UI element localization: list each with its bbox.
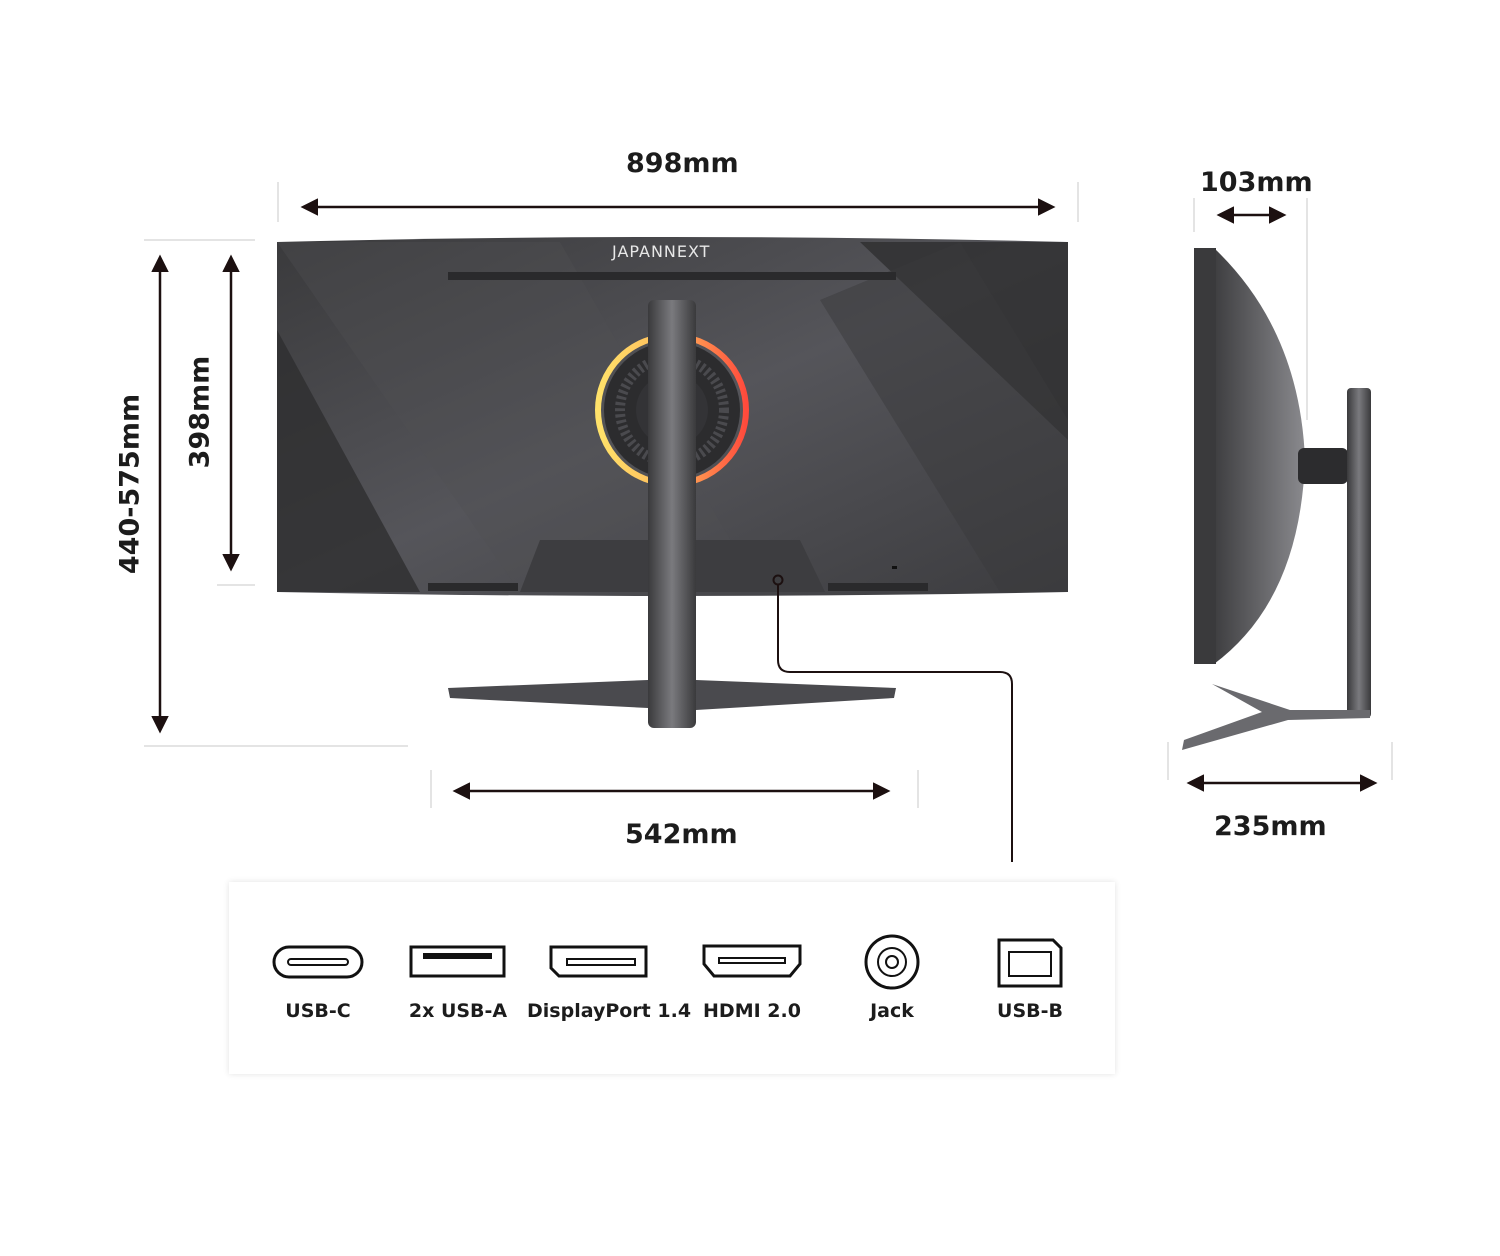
usb-a-icon — [409, 945, 506, 978]
usb-b-icon — [997, 938, 1063, 988]
stand-pole — [648, 300, 696, 728]
width-label: 898mm — [626, 148, 739, 179]
stand-base-right — [696, 680, 896, 710]
guide-lines — [144, 182, 1393, 808]
port-hdmi: HDMI 2.0 — [677, 882, 827, 1074]
port-jack: Jack — [817, 882, 967, 1074]
ports-callout-line — [777, 585, 1013, 862]
port-usb-c: USB-C — [243, 882, 393, 1074]
port-usb-b: USB-B — [955, 882, 1105, 1074]
side-base — [1182, 684, 1370, 750]
monitor-back-view — [277, 237, 1068, 862]
port-displayport: DisplayPort 1.4 — [527, 882, 692, 1074]
port-label-hdmi: HDMI 2.0 — [703, 1000, 801, 1022]
usb-c-icon — [272, 945, 364, 979]
port-label-displayport: DisplayPort 1.4 — [527, 1000, 692, 1022]
panel-height-label: 398mm — [184, 355, 216, 469]
displayport-icon — [549, 945, 648, 978]
hdmi-icon — [702, 944, 802, 978]
side-pole — [1347, 388, 1371, 718]
port-label-usb-a: 2x USB-A — [408, 1000, 508, 1022]
ports-panel: USB-C 2x USB-A DisplayPort 1.4 HDMI 2.0 — [229, 882, 1115, 1074]
port-label-jack: Jack — [870, 1000, 914, 1022]
port-label-usb-b: USB-B — [997, 1000, 1063, 1022]
stand-depth-label: 235mm — [1214, 811, 1327, 842]
panel-depth-label: 103mm — [1200, 167, 1313, 198]
brand-logo: JAPANNEXT — [612, 242, 711, 261]
stand-width-label: 542mm — [625, 819, 738, 850]
stand-base-left — [448, 680, 648, 708]
audio-jack-icon — [864, 934, 920, 990]
port-usb-a: 2x USB-A — [383, 882, 533, 1074]
side-panel — [1194, 248, 1305, 664]
dimension-arrows — [151, 198, 1378, 800]
height-range-label: 440-575mm — [114, 393, 146, 575]
monitor-side-view — [1182, 248, 1371, 750]
port-label-usb-c: USB-C — [285, 1000, 351, 1022]
